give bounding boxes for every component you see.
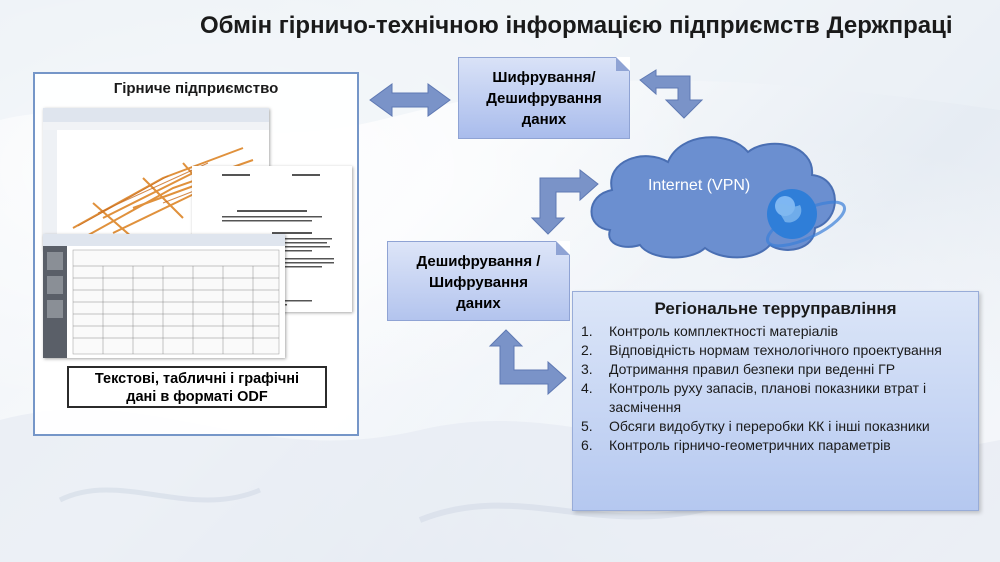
list-item-number: 1.: [581, 323, 593, 339]
encryption-line-1: Шифрування/: [492, 69, 596, 86]
list-item: 2. Відповідність нормам технологічного пр…: [581, 341, 973, 360]
table-thumbnail: [43, 234, 285, 358]
list-item: 5. Обсяги видобутку і переробки КК і інші…: [581, 417, 973, 436]
decryption-line-3: даних: [456, 295, 501, 312]
list-item-text: Дотримання правил безпеки при веденні ГР: [609, 361, 896, 377]
regional-authority-box: Регіональне терруправління 1. Контроль ко…: [572, 291, 979, 511]
list-item: 1. Контроль комплектності матеріалів: [581, 322, 973, 341]
list-item: 3. Дотримання правил безпеки при веденні …: [581, 360, 973, 379]
list-item-text: Контроль руху запасів, планові показники…: [609, 380, 927, 415]
data-format-caption: Текстові, табличні і графічні дані в фор…: [67, 366, 327, 408]
encryption-line-3: даних: [521, 111, 567, 128]
decryption-line-1: Дешифрування /: [416, 253, 541, 270]
caption-line-2: дані в форматі ODF: [126, 389, 268, 405]
page-title: Обмін гірничо-технічною інформацією підп…: [200, 12, 953, 39]
list-item: 6. Контроль гірничо-геометричних параметр…: [581, 436, 973, 455]
list-item-number: 5.: [581, 418, 593, 434]
table-image: [43, 234, 285, 358]
bent-arrow-bottom-icon: [488, 329, 567, 396]
list-item-number: 2.: [581, 342, 593, 358]
list-item-text: Контроль гірничо-геометричних параметрів: [609, 437, 891, 453]
double-arrow-icon: [369, 83, 451, 117]
list-item-text: Відповідність нормам технологічного прое…: [609, 342, 942, 358]
decryption-box: Дешифрування / Шифрування даних: [387, 241, 570, 321]
corner-fold-icon: [556, 241, 570, 255]
encryption-line-2: Дешифрування: [486, 90, 602, 107]
enterprise-panel: Гірниче підприємство: [33, 72, 359, 436]
list-item: 4. Контроль руху запасів, планові показни…: [581, 379, 973, 417]
regional-task-list: 1. Контроль комплектності матеріалів 2. Ві…: [581, 322, 973, 455]
encryption-box: Шифрування/ Дешифрування даних: [458, 57, 630, 139]
list-item-number: 4.: [581, 380, 593, 396]
list-item-number: 6.: [581, 437, 593, 453]
regional-title: Регіональне терруправління: [654, 299, 897, 318]
globe-icon: [765, 189, 847, 248]
decryption-line-2: Шифрування: [429, 274, 528, 291]
corner-fold-icon: [616, 57, 630, 71]
bent-arrow-mid-icon: [530, 168, 599, 235]
enterprise-title: Гірниче підприємство: [113, 80, 279, 97]
list-item-text: Обсяги видобутку і переробки КК і інші п…: [609, 418, 930, 434]
list-item-number: 3.: [581, 361, 593, 377]
mine-map-image: [43, 108, 269, 250]
caption-line-1: Текстові, табличні і графічні: [94, 371, 300, 387]
list-item-text: Контроль комплектності матеріалів: [609, 323, 839, 339]
internet-label: Internet (VPN): [648, 177, 751, 194]
bent-arrow-top-icon: [639, 69, 704, 119]
